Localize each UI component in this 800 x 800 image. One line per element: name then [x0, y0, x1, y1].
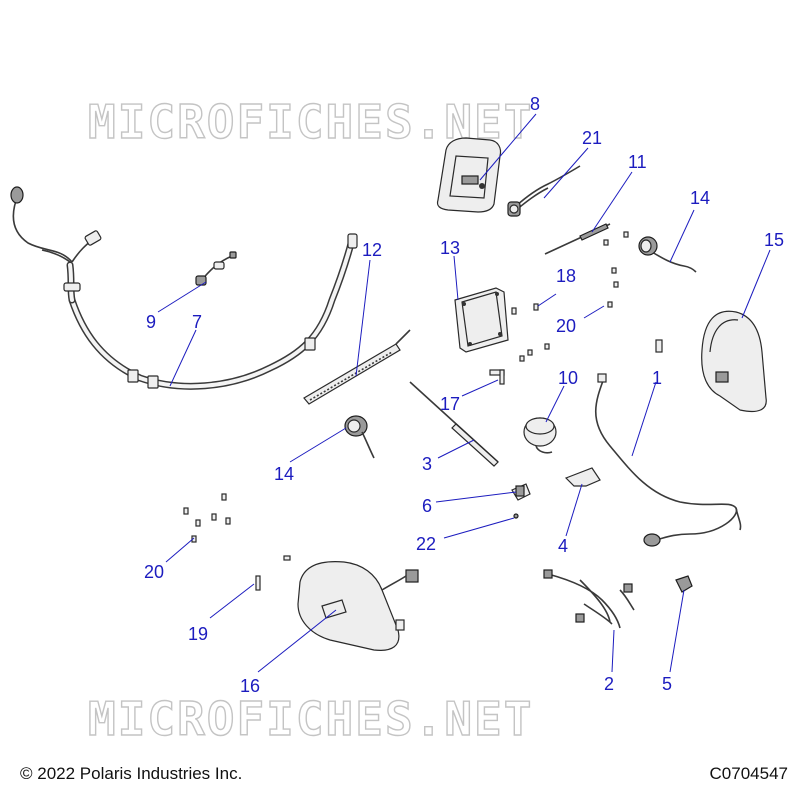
callout-9: 9	[146, 312, 156, 332]
callout-19: 19	[188, 624, 208, 644]
callout-8: 8	[530, 94, 540, 114]
rod-3	[409, 381, 499, 467]
callout-4: 4	[558, 536, 568, 556]
harness-2	[543, 569, 635, 629]
screws-lower	[183, 493, 291, 561]
callout-5: 5	[662, 674, 672, 694]
callout-17: 17	[440, 394, 460, 414]
screw-19	[255, 575, 261, 591]
callout-12: 12	[362, 240, 382, 260]
antenna-11	[544, 223, 611, 255]
bracket-4	[564, 467, 601, 487]
callouts: 8 21 11 14 15 12 13 18 20 9 7 1 10 17 3 …	[144, 94, 784, 696]
callout-20-upper: 20	[556, 316, 576, 336]
sensor-pigtail-9	[195, 251, 237, 286]
callout-20-lower: 20	[144, 562, 164, 582]
wire-harness-7	[10, 186, 358, 390]
callout-10: 10	[558, 368, 578, 388]
callout-1: 1	[652, 368, 662, 388]
leader-lines	[157, 113, 771, 673]
callout-2: 2	[604, 674, 614, 694]
watermark-bottom: MICROFICHES.NET	[88, 692, 533, 746]
callout-7: 7	[192, 312, 202, 332]
pin-17	[489, 369, 505, 385]
housing-15	[655, 310, 767, 413]
clip-6	[511, 483, 531, 501]
cable-21	[507, 165, 581, 217]
display-8	[436, 137, 502, 213]
screws-upper	[511, 231, 629, 362]
callout-15: 15	[764, 230, 784, 250]
callout-3: 3	[422, 454, 432, 474]
module-13	[454, 287, 509, 353]
tank-16	[297, 561, 419, 651]
copyright-text: © 2022 Polaris Industries Inc.	[20, 764, 243, 783]
drawing-number: C0704547	[709, 764, 788, 783]
connector-14-upper	[638, 236, 697, 273]
callout-11: 11	[628, 152, 647, 172]
callout-14-upper: 14	[690, 188, 710, 208]
callout-18: 18	[556, 266, 576, 286]
wire-1	[595, 373, 742, 547]
fastener-22	[513, 513, 519, 519]
callout-14-lower: 14	[274, 464, 294, 484]
callout-6: 6	[422, 496, 432, 516]
connector-14-lower	[344, 415, 375, 459]
callout-21: 21	[582, 128, 602, 148]
plug-5	[675, 575, 693, 593]
strap-12	[303, 329, 411, 405]
callout-22: 22	[416, 534, 436, 554]
round-module-10	[523, 417, 557, 454]
callout-13: 13	[440, 238, 460, 258]
callout-16: 16	[240, 676, 260, 696]
